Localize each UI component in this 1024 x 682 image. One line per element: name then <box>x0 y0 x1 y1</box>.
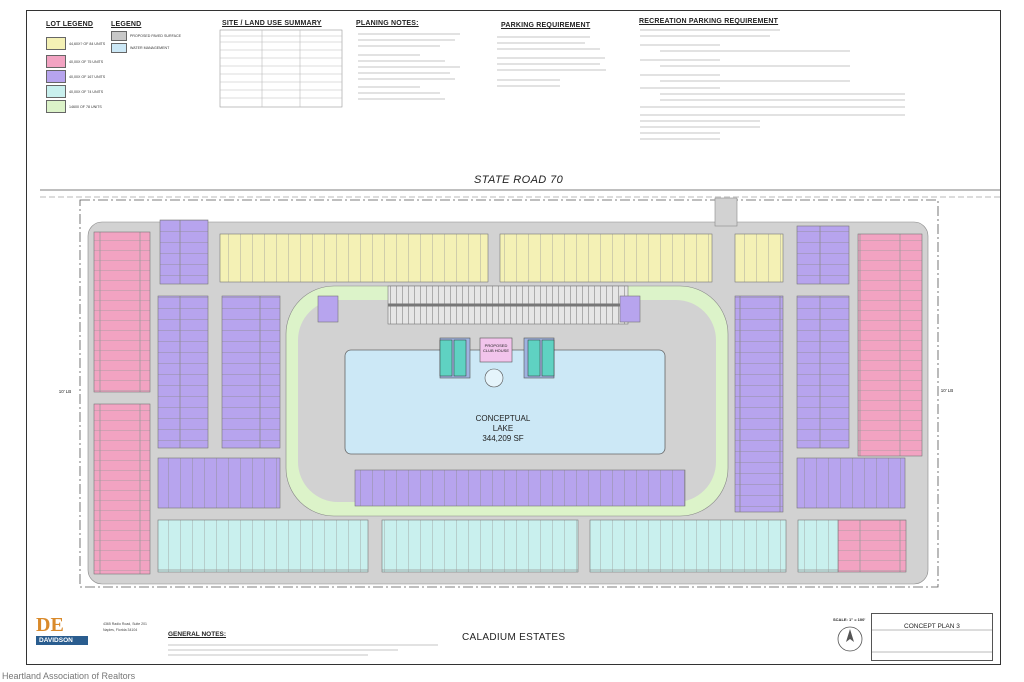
company-address-1: 4365 Radio Road, Suite 201 <box>103 622 147 626</box>
legend-item-paved: PROPOSED PAVED SURFACE <box>111 31 181 41</box>
legend-swatch <box>46 85 66 98</box>
lot-block-cyan <box>157 519 369 573</box>
legend-swatch <box>46 55 66 68</box>
lot-block-purple <box>354 469 686 507</box>
legend-swatch <box>111 31 127 41</box>
lot-block-yellow <box>734 233 784 283</box>
lot-block-purple <box>796 457 906 509</box>
lot-block-yellow <box>499 233 713 283</box>
company-address-2: Naples, Florida 34104 <box>103 628 138 632</box>
parking-heading: PARKING REQUIREMENT <box>501 22 591 29</box>
lot-legend-heading: LOT LEGEND <box>46 21 94 28</box>
lot-block-purple <box>734 295 784 513</box>
lot-block-pink <box>93 231 151 393</box>
legend-item-water: WATER MANAGEMENT <box>111 43 169 53</box>
legend-heading: LEGEND <box>111 21 142 28</box>
lb-left-label: 10' LB <box>58 389 72 394</box>
site-entrance <box>714 197 738 227</box>
lot-legend-item: 44,60X? OF 84 UNITS <box>46 37 105 50</box>
legend-swatch <box>111 43 127 53</box>
general-notes-text <box>168 644 438 656</box>
lot-block-purple <box>157 457 281 509</box>
scale-label: SCALE: 1" = 100' <box>833 617 866 622</box>
lot-legend-item: 40,00X OF 75 UNITS <box>46 55 103 68</box>
lot-block-yellow <box>219 233 489 283</box>
watermark: Heartland Association of Realtors <box>2 671 136 681</box>
lot-block-purple <box>796 225 850 285</box>
general-notes-heading: GENERAL NOTES: <box>168 631 227 638</box>
plan-title: CONCEPT PLAN 3 <box>904 623 960 630</box>
company-logo: DE DAVIDSON <box>36 614 88 654</box>
state-road-label: STATE ROAD 70 <box>474 174 564 186</box>
legend-swatch <box>46 37 66 50</box>
lot-block-cyan <box>381 519 579 573</box>
lot-block-pink <box>857 233 923 457</box>
recreation-heading: RECREATION PARKING REQUIREMENT <box>639 18 779 25</box>
lot-block-purple <box>157 295 209 449</box>
lot-block-purple <box>796 295 850 449</box>
project-name: CALADIUM ESTATES <box>462 632 566 643</box>
legend-swatch <box>46 100 66 113</box>
lot-legend-item: 40,00X OF 74 UNITS <box>46 85 103 98</box>
lot-block-purple <box>159 219 209 285</box>
lot-block-pink <box>837 519 907 573</box>
club-house-label: PROPOSED CLUB HOUSE <box>482 343 509 353</box>
club-house <box>479 337 513 363</box>
lot-block-purple <box>221 295 281 449</box>
lot-legend-item: 14600 OF 78 UNITS <box>46 100 102 113</box>
pool <box>484 368 504 388</box>
lot-block-pink <box>93 403 151 575</box>
legend-swatch <box>46 70 66 83</box>
planing-notes-heading: PLANING NOTES: <box>356 20 419 27</box>
lot-block-cyan <box>589 519 787 573</box>
property-boundary <box>79 199 939 588</box>
lot-legend-item: 40,00X OF 167 UNITS <box>46 70 105 83</box>
title-block <box>871 613 993 661</box>
site-summary-heading: SITE / LAND USE SUMMARY <box>222 20 322 27</box>
lb-right-label: 10' LB <box>940 388 954 393</box>
lot-block-cyan <box>797 519 839 573</box>
